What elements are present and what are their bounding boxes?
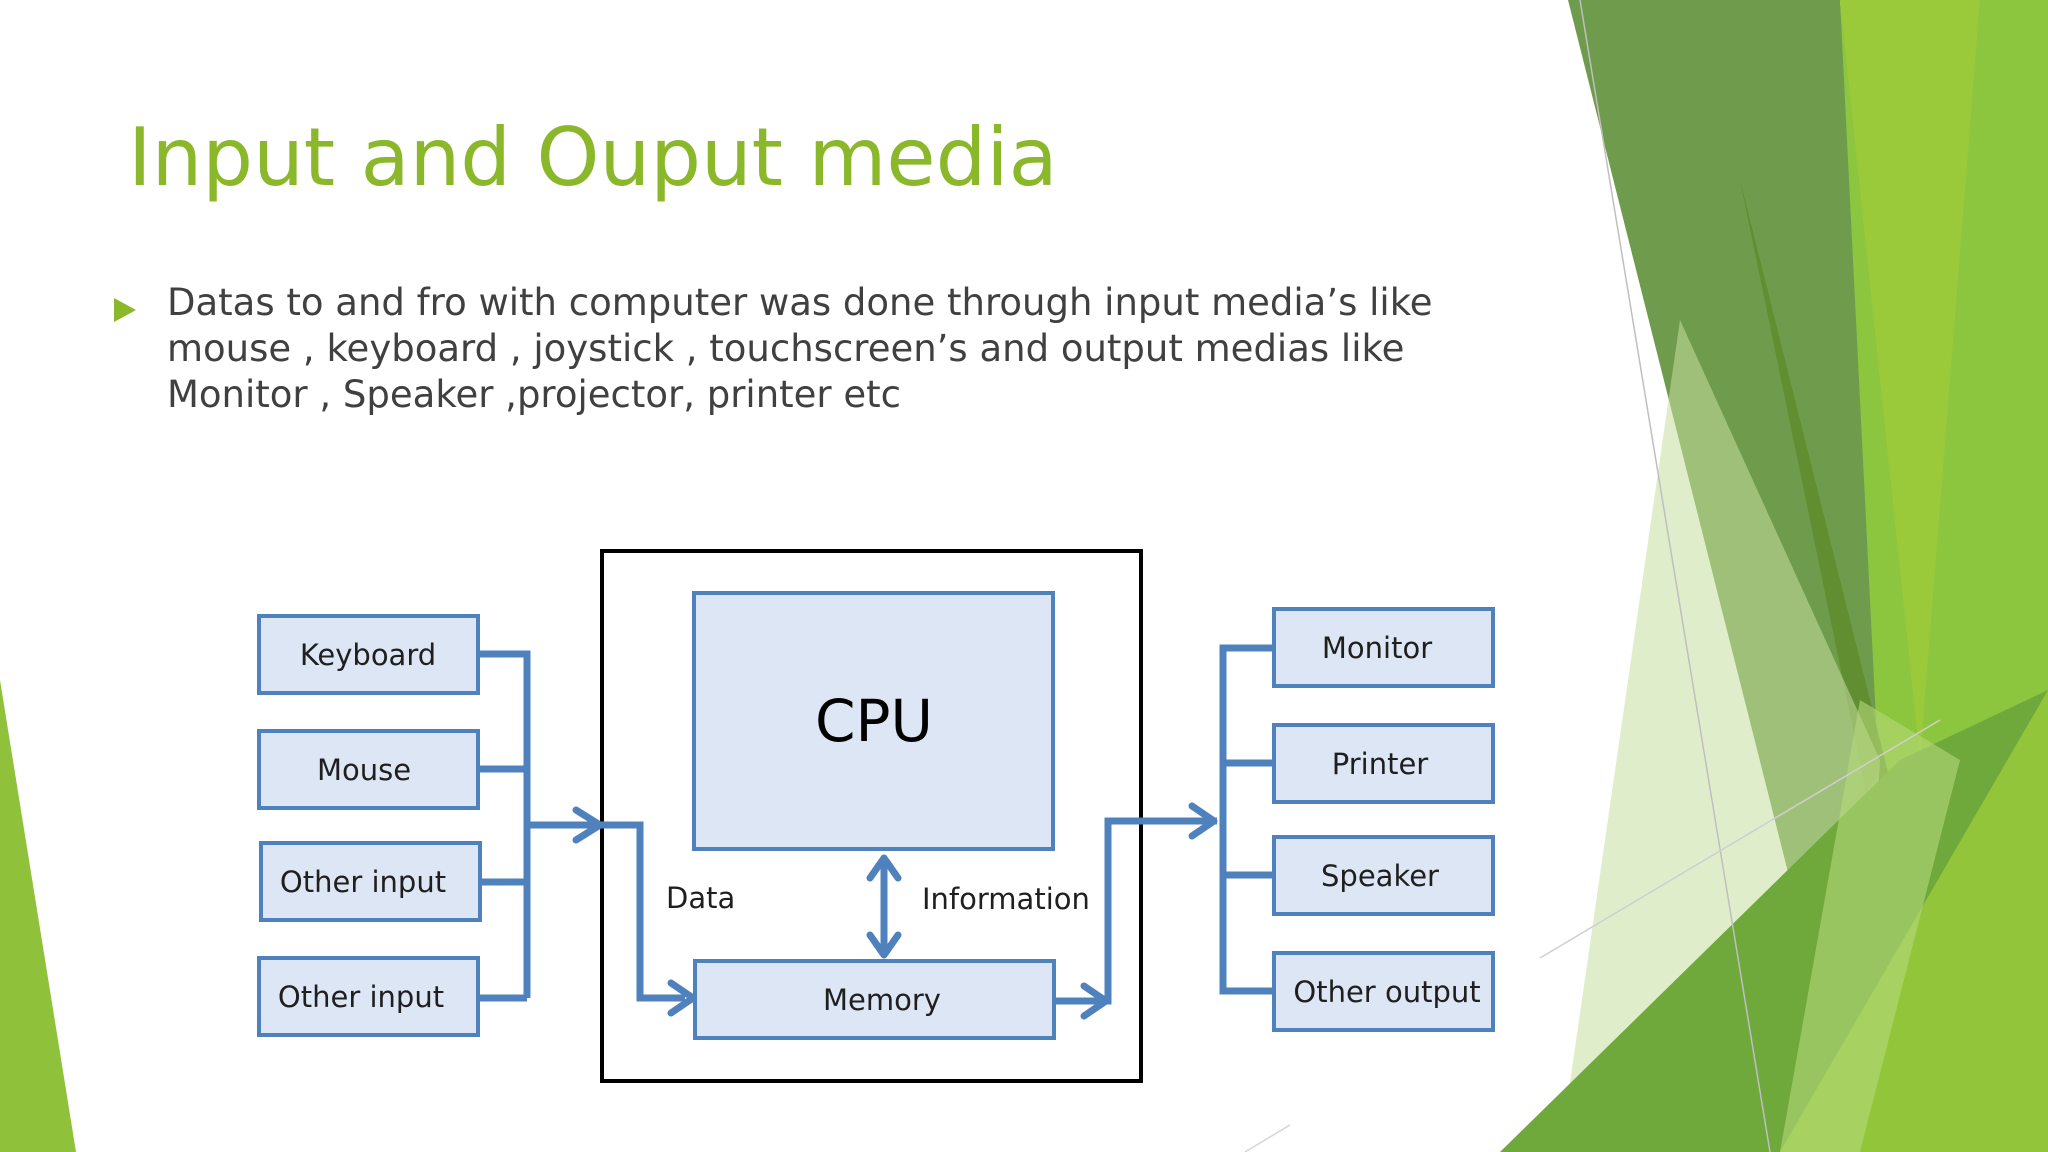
memory-out-arrowhead (1080, 982, 1110, 1020)
cpu-box (692, 591, 1055, 851)
bullet-text: Datas to and fro with computer was done … (167, 281, 1433, 416)
output-label-monitor: Monitor (1322, 631, 1432, 665)
input-label-keyboard: Keyboard (300, 638, 436, 672)
output-box-other (1272, 951, 1495, 1032)
input-box-other-1 (259, 841, 482, 922)
memory-label: Memory (823, 983, 941, 1017)
output-box-monitor (1272, 607, 1495, 688)
frame-to-output-arrowhead (1188, 802, 1218, 840)
input-bus-connector (478, 650, 685, 1002)
data-to-memory-arrowhead (667, 979, 697, 1017)
memory-box (693, 959, 1056, 1040)
cpu-memory-arrowhead-down (866, 931, 902, 959)
data-edge-label: Data (666, 881, 735, 915)
slide-title: Input and Ouput media (128, 111, 1058, 204)
input-box-keyboard (257, 614, 480, 695)
input-label-mouse: Mouse (317, 753, 411, 787)
cpu-memory-arrowhead-up (866, 854, 902, 882)
bullet-arrow-icon (114, 298, 136, 322)
cpu-label: CPU (815, 687, 933, 755)
right-decor-thin-line-2 (1539, 719, 1941, 959)
input-label-other-2: Other input (278, 980, 444, 1014)
input-box-other-2 (257, 956, 480, 1037)
right-decor-shape-8 (1780, 700, 1960, 1152)
output-label-speaker: Speaker (1321, 859, 1439, 893)
input-label-other-1: Other input (280, 865, 446, 899)
input-to-frame-arrowhead (572, 806, 604, 844)
output-box-printer (1272, 723, 1495, 804)
left-decor-triangle (0, 680, 76, 1152)
information-edge-label: Information (922, 882, 1090, 916)
output-bus-connector (1054, 644, 1274, 1005)
input-box-mouse (257, 729, 480, 810)
right-decor-shape-3 (1740, 180, 1900, 860)
right-decor-thin-line-1 (1579, 0, 1771, 1152)
right-decor-shape-4 (1840, 0, 1980, 760)
right-decor-thin-line-3 (1244, 1124, 1291, 1152)
output-label-other: Other output (1293, 975, 1480, 1009)
output-label-printer: Printer (1332, 747, 1429, 781)
output-box-speaker (1272, 835, 1495, 916)
